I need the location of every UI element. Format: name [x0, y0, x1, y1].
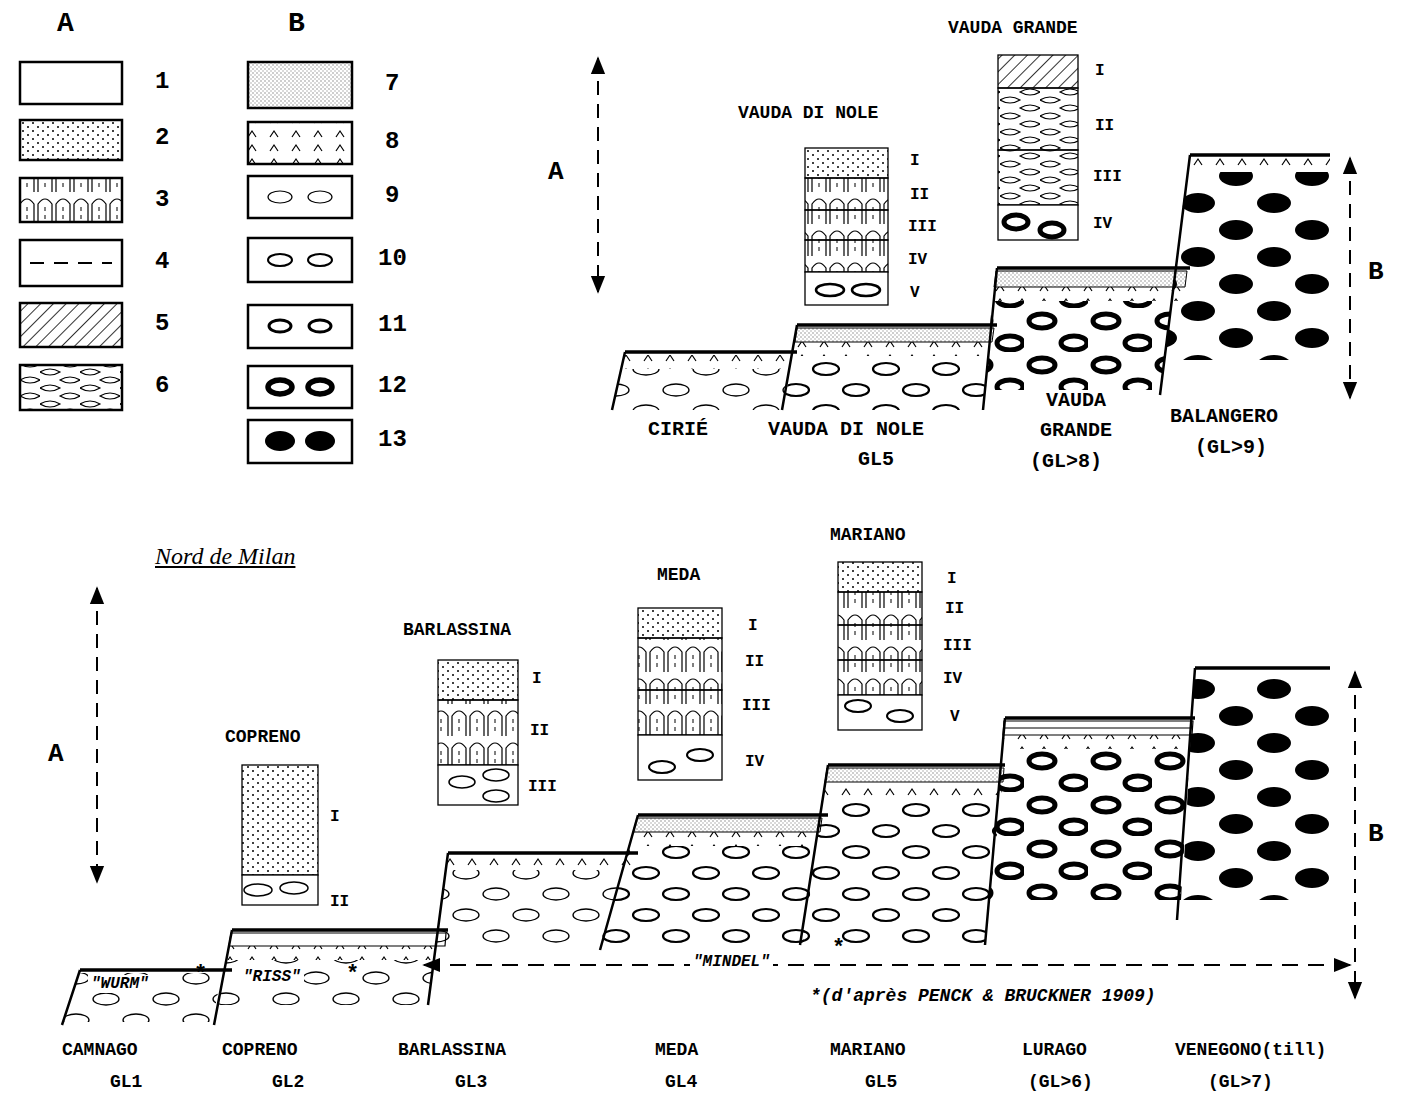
- layer-number: I: [330, 808, 340, 826]
- upper-profile-columns: [805, 55, 1078, 305]
- upper-terraces: [612, 155, 1330, 410]
- layer-number: II: [910, 186, 929, 204]
- layer-number: V: [950, 708, 960, 726]
- terrace-name: CIRIÉ: [648, 418, 708, 441]
- lower-terraces: [62, 668, 1330, 1025]
- footnote-mark: *: [194, 962, 207, 987]
- legend-number: 12: [378, 372, 407, 400]
- layer-number: II: [745, 653, 764, 671]
- layer-number: IV: [745, 753, 764, 771]
- layer-number: I: [947, 570, 957, 588]
- terrace-code: (GL>9): [1195, 436, 1267, 459]
- legend-number: 2: [155, 124, 169, 152]
- layer-number: V: [910, 284, 920, 302]
- footnote-mark: *: [346, 962, 359, 987]
- footnote-mark: *: [832, 936, 845, 961]
- legend-number: 11: [378, 311, 407, 339]
- layer-number: I: [532, 670, 542, 688]
- terrace-code: GL5: [858, 448, 894, 471]
- layer-number: III: [1093, 168, 1122, 186]
- thickness-arrows: [97, 58, 1355, 998]
- terrace-code: GL1: [110, 1072, 142, 1093]
- terrace-name: MEDA: [655, 1040, 698, 1061]
- layer-number: II: [1095, 117, 1114, 135]
- glaciation-name: "WURM": [88, 975, 152, 993]
- layer-number: IV: [1093, 215, 1112, 233]
- terrace-code: GL4: [665, 1072, 697, 1093]
- legend-number: 13: [378, 426, 407, 454]
- terrace-code: GL3: [455, 1072, 487, 1093]
- layer-number: III: [742, 697, 771, 715]
- footnote: *(d'après PENCK & BRUCKNER 1909): [810, 986, 1156, 1007]
- glaciation-name: "MINDEL": [690, 953, 773, 971]
- legend-number: 7: [385, 70, 399, 98]
- lower-profile-columns: [242, 562, 922, 905]
- axis-letter: A: [48, 740, 64, 770]
- column-title: VAUDA GRANDE: [948, 18, 1078, 39]
- axis-letter: A: [548, 158, 564, 188]
- terrace-code: GL5: [865, 1072, 897, 1093]
- terrace-code: (GL>6): [1028, 1072, 1093, 1093]
- terrace-name: MARIANO: [830, 1040, 906, 1061]
- layer-number: I: [910, 152, 920, 170]
- terrace-name: VAUDA GRANDE: [1030, 386, 1122, 446]
- layer-number: IV: [943, 670, 962, 688]
- legend-number: 1: [155, 68, 169, 96]
- layer-number: II: [945, 600, 964, 618]
- column-title: COPRENO: [225, 727, 301, 748]
- legend-swatches: [20, 62, 352, 463]
- layer-number: III: [943, 637, 972, 655]
- legend-number: 3: [155, 186, 169, 214]
- terrace-code: (GL>7): [1208, 1072, 1273, 1093]
- legend-number: 4: [155, 248, 169, 276]
- layer-number: I: [748, 617, 758, 635]
- terrace-code: (GL>8): [1030, 450, 1102, 473]
- layer-number: III: [908, 218, 937, 236]
- terrace-name: LURAGO: [1022, 1040, 1087, 1061]
- column-title: BARLASSINA: [403, 620, 511, 641]
- terrace-code: GL2: [272, 1072, 304, 1093]
- layer-number: I: [1095, 62, 1105, 80]
- terrace-name: VAUDA DI NOLE: [768, 418, 924, 441]
- terrace-name: BARLASSINA: [398, 1040, 506, 1061]
- column-title: MARIANO: [830, 525, 906, 546]
- legend-heading: B: [288, 8, 305, 40]
- legend-heading: A: [57, 8, 74, 40]
- legend-number: 6: [155, 372, 169, 400]
- column-title: MEDA: [657, 565, 700, 586]
- legend-number: 9: [385, 182, 399, 210]
- legend-number: 8: [385, 128, 399, 156]
- glaciation-name: "RISS": [240, 968, 304, 986]
- layer-number: IV: [908, 251, 927, 269]
- legend-number: 10: [378, 245, 407, 273]
- axis-letter: B: [1368, 820, 1384, 850]
- column-title: VAUDA DI NOLE: [738, 103, 878, 124]
- region-title: Nord de Milan: [155, 543, 295, 571]
- terrace-name: VENEGONO(till): [1175, 1040, 1326, 1061]
- terrace-name: BALANGERO: [1170, 405, 1278, 428]
- terrace-name: CAMNAGO: [62, 1040, 138, 1061]
- layer-number: II: [530, 722, 549, 740]
- layer-number: II: [330, 893, 349, 911]
- legend-number: 5: [155, 310, 169, 338]
- terrace-name: COPRENO: [222, 1040, 298, 1061]
- axis-letter: B: [1368, 258, 1384, 288]
- layer-number: III: [528, 778, 557, 796]
